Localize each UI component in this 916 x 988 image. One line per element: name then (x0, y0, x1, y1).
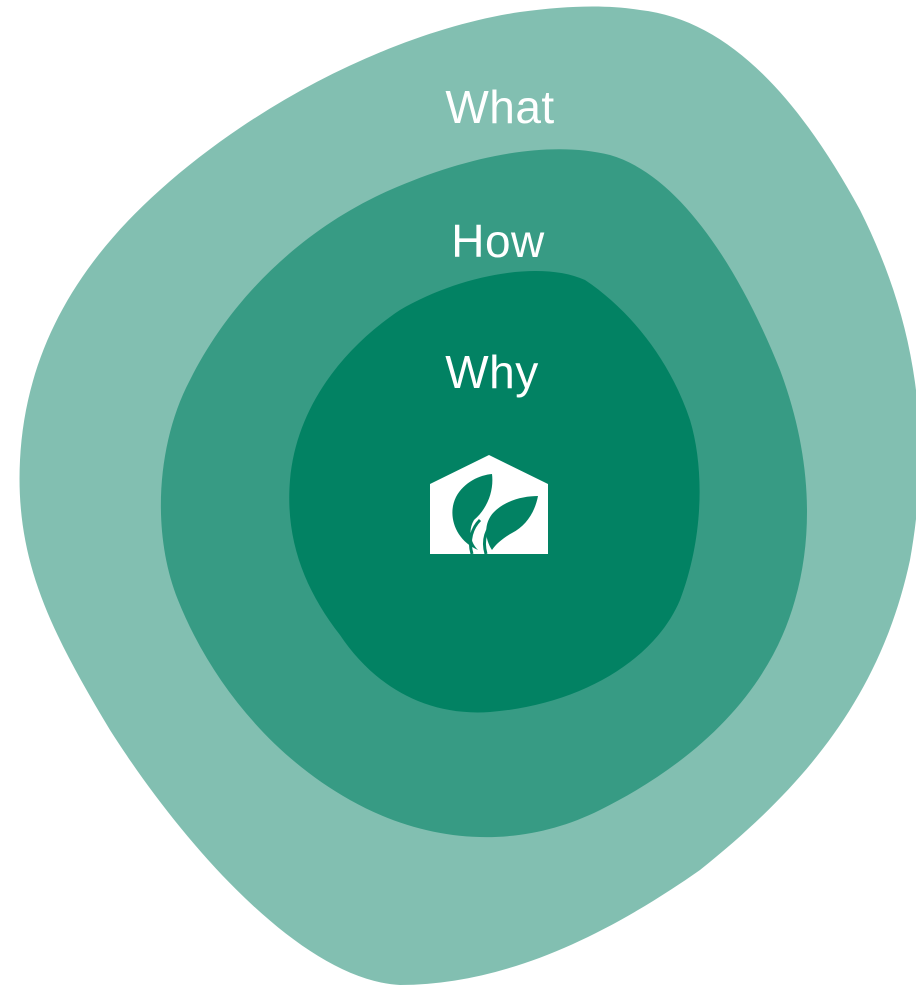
logo-stem (468, 518, 482, 555)
logo-left-leaf (452, 474, 493, 550)
how-label: How (451, 215, 545, 267)
logo-right-leaf (486, 496, 538, 550)
greenhouse-leaves-icon (430, 455, 548, 555)
logo-stem-2 (482, 518, 497, 555)
why-label: Why (445, 346, 539, 398)
what-label: What (445, 81, 555, 133)
